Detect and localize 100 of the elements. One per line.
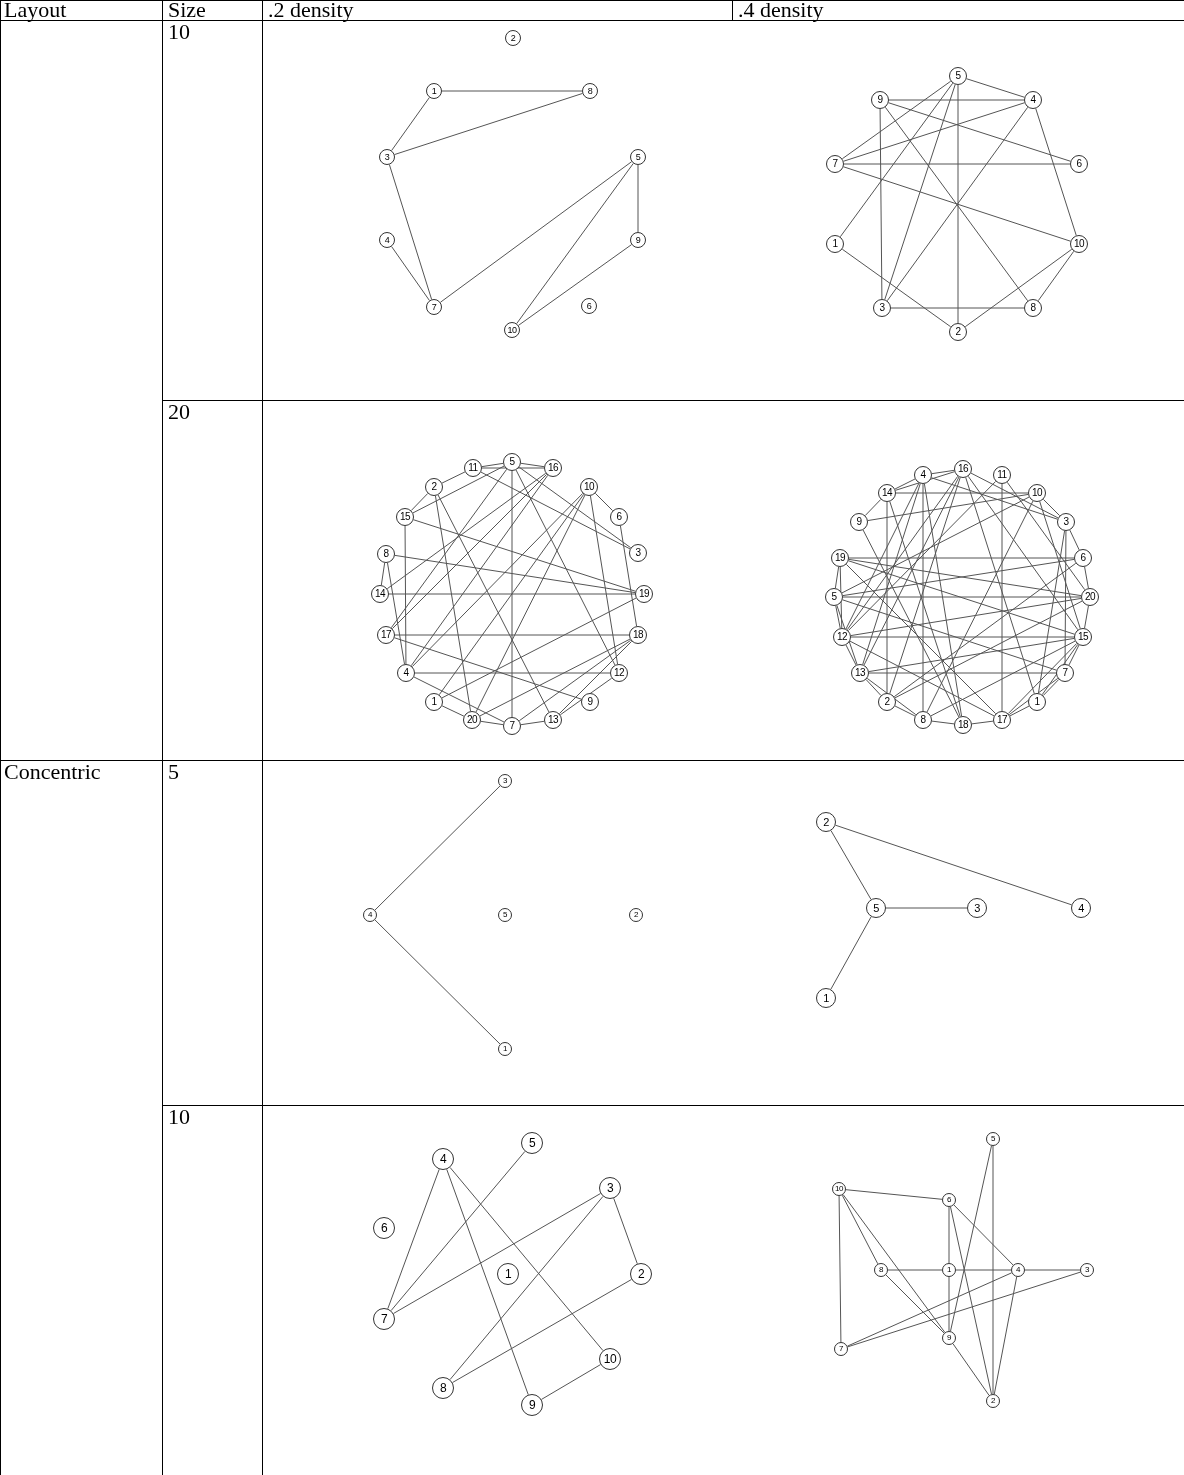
graph-edge [1042, 678, 1060, 697]
graph-edge [835, 605, 841, 629]
graph-edge [520, 720, 545, 726]
graph-edge [480, 720, 504, 726]
table-cell-text: .4 density [738, 0, 824, 22]
graph-edge [957, 84, 959, 324]
graph-edge [889, 501, 961, 717]
graph-edge [391, 97, 430, 151]
graph-edge [446, 1168, 529, 1396]
graph-edge [842, 1194, 946, 1333]
graph-edge [955, 1269, 1012, 1271]
graph-edge [950, 1206, 992, 1395]
graph-edge [387, 562, 405, 665]
graph-edge [850, 597, 1082, 637]
graph-edge [862, 529, 960, 718]
graph-edge [452, 1279, 632, 1383]
graph-edge [966, 78, 1025, 98]
graph-edge [864, 498, 882, 517]
graph-edge [992, 1145, 994, 1395]
table-cell-text: 10 [168, 20, 190, 44]
graph-edge [841, 1194, 879, 1265]
graph-edge [449, 1195, 604, 1381]
table-cell-text: 5 [168, 760, 179, 784]
graph-edge [481, 467, 545, 469]
graph-edge [394, 634, 630, 636]
graph-edge [413, 519, 636, 592]
graph-edge [841, 496, 1030, 594]
graph-edge [843, 102, 1025, 162]
table-cell-text: Layout [4, 0, 67, 22]
graph-edge [834, 566, 840, 589]
graph-edge [842, 599, 1057, 671]
graph-edge [480, 471, 631, 550]
graph-edge [479, 638, 631, 717]
graph-edge [848, 560, 1075, 635]
graph-edge [848, 557, 1075, 559]
graph-edge [830, 830, 872, 900]
graph-edge [374, 919, 501, 1045]
graph-edge [885, 907, 968, 909]
graph-edge [374, 785, 501, 911]
graph-edge [388, 164, 433, 300]
graph-edge [558, 640, 633, 715]
graph-edge [847, 1271, 1081, 1348]
graph-edge [879, 108, 883, 300]
graph-edge [1068, 644, 1080, 666]
graph-edge [849, 640, 995, 717]
graph-edge [394, 637, 582, 700]
graph-edge [434, 495, 472, 712]
graph-edge [836, 605, 858, 665]
graph-edge [449, 1166, 604, 1352]
graph-edge [410, 492, 429, 512]
graph-edge [895, 492, 1029, 494]
graph-edge [931, 720, 955, 725]
graph-edge [830, 916, 872, 990]
graph-edge [441, 705, 465, 717]
graph-edge [993, 1276, 1018, 1395]
graph-edge [441, 90, 583, 92]
graph-edge [845, 563, 997, 715]
graph-edge [845, 1189, 943, 1200]
graph-edge [1037, 530, 1066, 694]
graph-edge [520, 462, 545, 468]
graph-edge [413, 676, 505, 723]
graph-edge [1042, 498, 1061, 517]
graph-edge [890, 307, 1025, 309]
graph-edge [884, 84, 956, 300]
graph-edge [511, 470, 513, 718]
graph-edge [1084, 605, 1089, 629]
table-cell-text: .2 density [268, 0, 354, 22]
graph-edge [895, 471, 955, 491]
graph-edge [1039, 501, 1081, 629]
graph-edge [1024, 1269, 1081, 1271]
graph-edge [868, 637, 1075, 673]
graph-edge [637, 164, 639, 233]
graph-edge [516, 162, 634, 325]
graph-edge [846, 1272, 1013, 1347]
graph-edge [930, 640, 1076, 717]
graph-edge [414, 672, 611, 674]
graph-edge [404, 525, 407, 665]
table-cell-text: 10 [168, 1105, 190, 1129]
graph-edge [948, 1276, 950, 1332]
graph-edge [867, 493, 1029, 522]
graph-edge [931, 477, 1058, 520]
graph-edge [886, 501, 888, 694]
graph-edge [439, 161, 633, 303]
graph-edge [865, 679, 882, 696]
graph-edge [952, 1343, 990, 1396]
graph-edge [391, 473, 548, 630]
graph-edge [393, 1193, 601, 1314]
graph-edge [888, 99, 1025, 101]
graph-edge [970, 472, 1059, 519]
graph-edge [518, 244, 632, 326]
graph-edge [838, 1195, 842, 1343]
graph-edge [894, 478, 916, 490]
graph-edge [481, 462, 504, 468]
graph-edge [441, 597, 637, 699]
graph-edge [926, 500, 1034, 713]
graph-edge [613, 1197, 638, 1265]
graph-edge [1007, 642, 1078, 715]
graph-edge [380, 562, 386, 586]
graph-edge [589, 495, 619, 665]
graph-edge [842, 596, 1082, 598]
